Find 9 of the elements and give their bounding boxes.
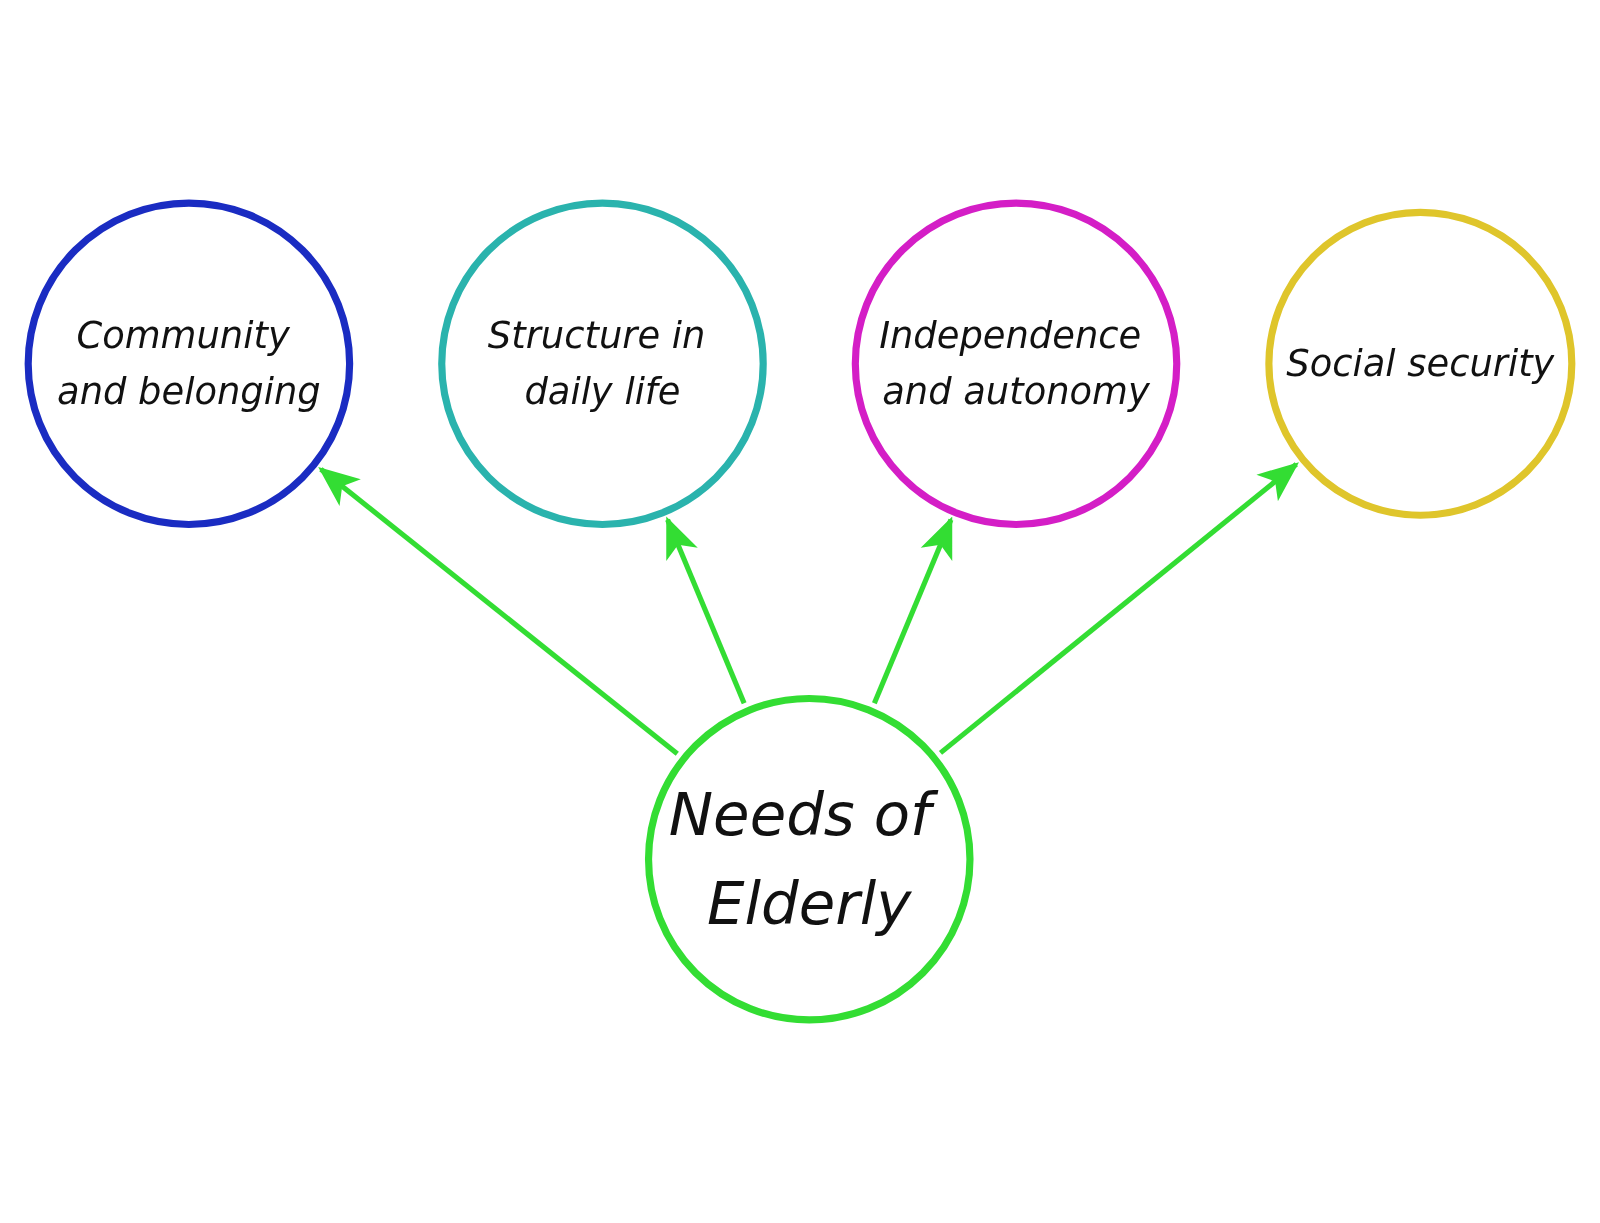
- arrow: [665, 516, 747, 705]
- circle-node: Community and belonging: [24, 199, 354, 529]
- circle-node: Structure in daily life: [438, 199, 767, 529]
- arrow: [318, 467, 679, 756]
- arrow: [938, 462, 1299, 755]
- circle-node: Needs of Elderly: [644, 694, 974, 1024]
- circle-node: Social security: [1265, 208, 1576, 519]
- circle-node: Independence and autonomy: [851, 199, 1181, 529]
- arrow: [872, 516, 954, 705]
